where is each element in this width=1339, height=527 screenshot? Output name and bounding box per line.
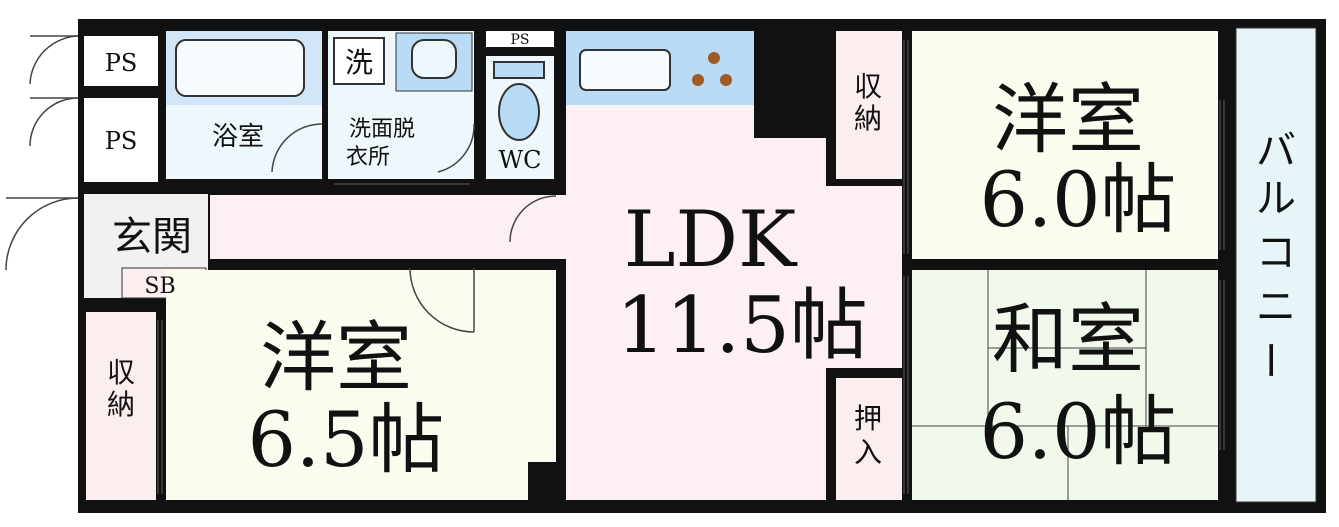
ldk-name-label: LDK <box>624 195 798 285</box>
storage-left <box>86 312 156 500</box>
door-swings <box>5 35 1225 494</box>
wc-label: WC <box>498 146 541 174</box>
kitchen-sink <box>579 49 671 91</box>
sink-basin <box>411 39 457 79</box>
storage-left-label-1: 収 <box>107 356 135 389</box>
washer-box <box>333 37 385 85</box>
western-room-right <box>912 31 1218 259</box>
western-left-size-label: 6.5帖 <box>248 395 445 484</box>
bath-label: 浴室 <box>212 122 264 152</box>
shoe-box-label: SB <box>144 274 175 299</box>
ps-top-room <box>84 36 158 86</box>
storage-right <box>836 31 902 179</box>
closet-label-1: 押 <box>854 402 882 435</box>
western-left-name-label: 洋室 <box>260 313 412 402</box>
balcony-char-1: バ <box>1256 128 1296 174</box>
storage-right-label-2: 納 <box>854 102 882 135</box>
washer-label: 洗 <box>345 46 373 79</box>
ps-mid-label: PS <box>105 127 138 155</box>
washroom-label-line1: 洗面脱 <box>349 117 415 142</box>
storage-right-label-1: 収 <box>854 70 882 103</box>
ps-mid-room <box>84 98 158 182</box>
western-right-size-label: 6.0帖 <box>980 155 1177 244</box>
stove-burner <box>692 74 704 86</box>
entrance-label: 玄関 <box>112 214 192 260</box>
washroom-label-line2: 衣所 <box>346 145 390 170</box>
toilet-bowl <box>498 83 540 141</box>
balcony-char-2: ル <box>1256 176 1296 222</box>
stove-burner <box>708 52 720 64</box>
balcony-char-4: ニ <box>1256 284 1296 330</box>
balcony-char-3: コ <box>1256 230 1296 276</box>
toilet-tank <box>493 61 545 79</box>
japanese-room <box>912 270 1218 500</box>
closet-room <box>836 378 902 500</box>
closet-label-2: 入 <box>854 436 882 469</box>
japanese-name-label: 和室 <box>992 295 1144 384</box>
western-right-name-label: 洋室 <box>992 75 1144 164</box>
japanese-size-label: 6.0帖 <box>980 387 1177 476</box>
storage-left-label-2: 納 <box>107 388 135 421</box>
ldk-size-label: 11.5帖 <box>616 281 868 371</box>
western-room-left <box>166 270 556 500</box>
stove-burner <box>720 74 732 86</box>
ps-small-label: PS <box>510 32 529 48</box>
ldk-room <box>566 105 902 500</box>
ps-small-room <box>486 31 554 47</box>
balcony-floor <box>1235 27 1317 503</box>
hallway <box>210 195 568 259</box>
ps-top-label: PS <box>105 49 138 77</box>
tatami-lines <box>912 270 1218 500</box>
balcony-char-5: ー <box>1246 340 1292 380</box>
